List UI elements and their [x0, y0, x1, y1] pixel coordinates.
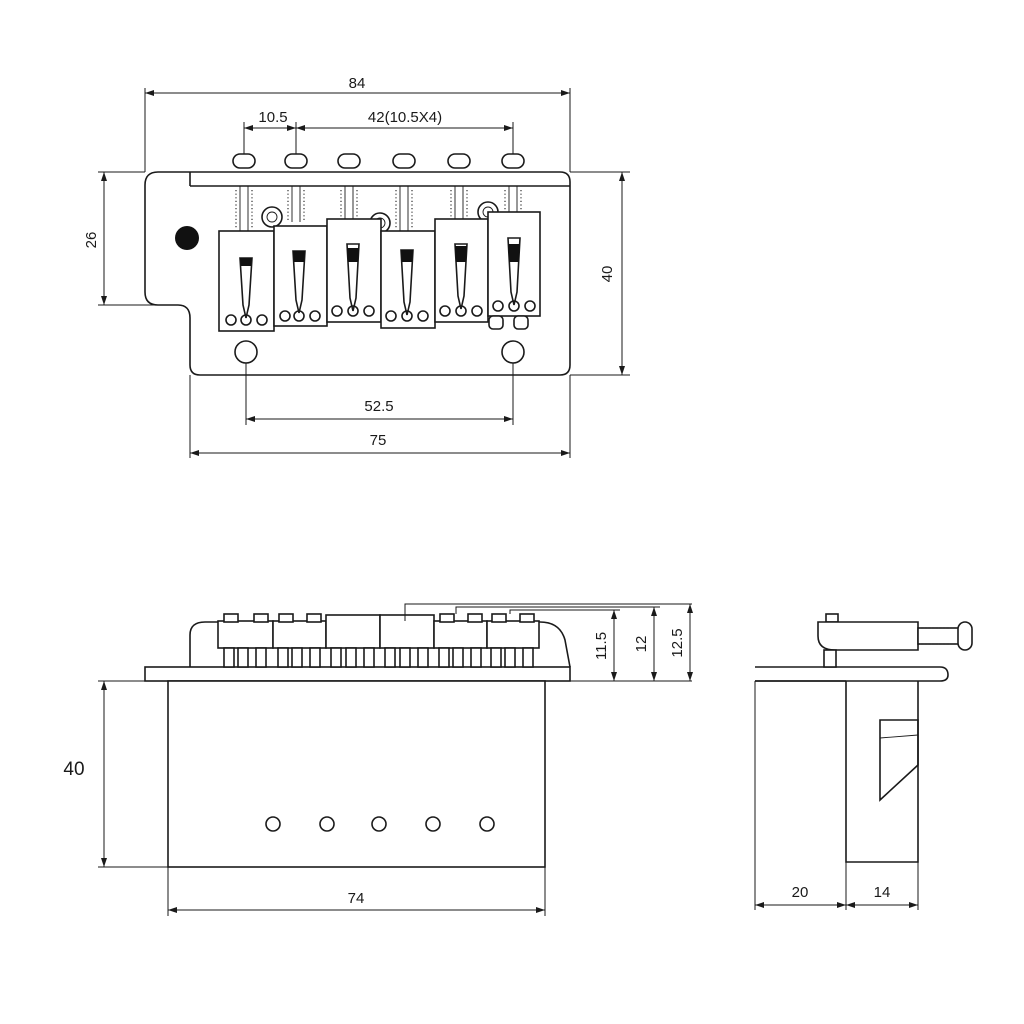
- height-leaders: [404, 603, 692, 682]
- side-saddle: [817, 613, 973, 668]
- dim-string-spacing: 10.5 42(10.5X4): [243, 109, 514, 154]
- dim-label-75: 75: [370, 432, 387, 449]
- dim-label-20: 20: [792, 884, 809, 901]
- saddle-6: [487, 211, 541, 330]
- sustain-block: [167, 680, 546, 868]
- mount-hole-left: [234, 340, 258, 364]
- top-view: 84 10.5 42(10.5X4) 26 40: [83, 75, 630, 458]
- saddle-3: [326, 218, 382, 323]
- dim-label-12: 12: [633, 636, 650, 653]
- dim-front-height: 26: [83, 171, 165, 306]
- dim-mount-holes: 52.5: [245, 363, 514, 425]
- saddle-5: [434, 218, 489, 323]
- saddles: [218, 211, 541, 332]
- dim-block-width: 74: [167, 867, 546, 916]
- dim-label-26: 26: [83, 232, 100, 249]
- saddle-2: [273, 225, 328, 327]
- dim-label-40-front: 40: [63, 759, 84, 780]
- dim-label-10-5: 10.5: [258, 109, 287, 126]
- dim-overall-width: 84: [144, 75, 571, 172]
- dim-label-14: 14: [874, 884, 891, 901]
- front-saddles: [217, 613, 540, 668]
- front-base-plate: [144, 666, 571, 682]
- dim-label-11-5: 11.5: [593, 632, 610, 660]
- dim-label-12-5: 12.5: [669, 628, 686, 657]
- dim-label-52-5: 52.5: [364, 398, 393, 415]
- side-block: [845, 681, 919, 863]
- dim-label-42: 42(10.5X4): [368, 109, 442, 126]
- pivot-hole: [175, 226, 199, 250]
- saddle-1: [218, 230, 275, 332]
- mount-hole-right: [501, 340, 525, 364]
- block-holes: [265, 816, 495, 832]
- dim-side-depths: 20 14: [754, 681, 919, 910]
- string-pins: [232, 153, 525, 169]
- dim-label-74: 74: [348, 890, 365, 907]
- dim-block-height: 40: [63, 680, 168, 868]
- top-base-plate: [144, 171, 571, 376]
- side-base-plate: [755, 666, 949, 682]
- saddle-4: [380, 230, 436, 329]
- dim-label-84: 84: [349, 75, 366, 92]
- side-view: 20 14: [754, 613, 973, 910]
- dim-label-40-top: 40: [599, 266, 616, 283]
- dim-heights: 11.5 12 12.5: [593, 604, 693, 681]
- dim-plate-width: 75: [189, 375, 571, 458]
- front-view: 11.5 12 12.5 40 74: [63, 603, 693, 916]
- intonation-screws: [235, 186, 522, 232]
- dim-total-height: 40: [570, 171, 630, 376]
